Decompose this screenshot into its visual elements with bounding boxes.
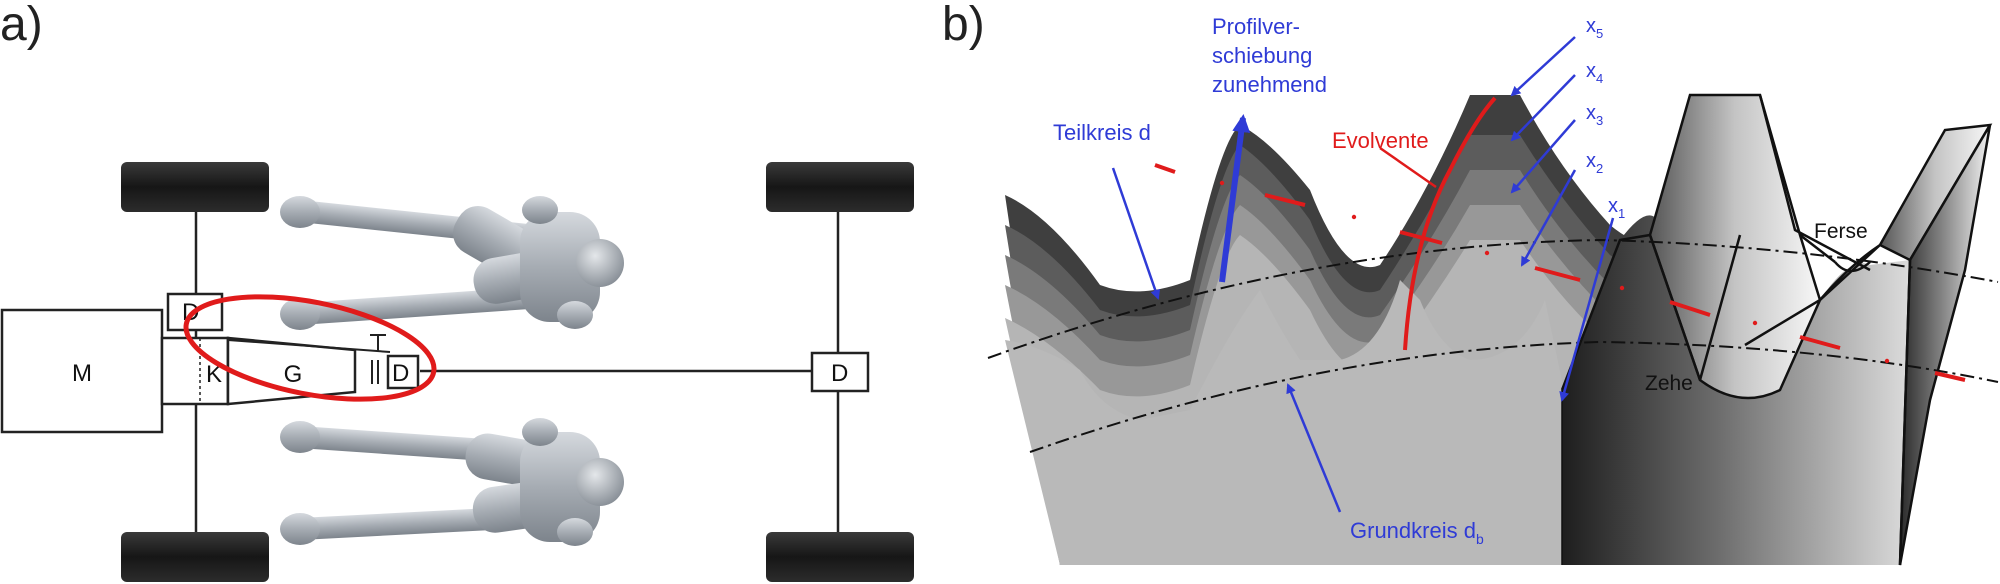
- grundkreis-label: Grundkreis db: [1350, 518, 1484, 547]
- differential-rear-label: D: [831, 360, 848, 387]
- bevel-gear: [1560, 93, 1993, 566]
- occupant-upper: [280, 196, 624, 330]
- x2-label: x2: [1586, 150, 1603, 176]
- evolvente-label: Evolvente: [1332, 128, 1429, 153]
- panel-b-label: b): [942, 0, 985, 51]
- panel-a: a): [0, 0, 914, 582]
- profilverschiebung-line-3: zunehmend: [1212, 72, 1327, 97]
- red-tick-marks: [1154, 163, 1966, 382]
- involute-curve: [1403, 96, 1497, 351]
- annotation-arrows: [1111, 36, 1615, 513]
- x3-label: x3: [1586, 102, 1603, 128]
- panel-b: b): [942, 0, 1999, 566]
- gear-face: [1005, 280, 1565, 565]
- motor-label: M: [72, 360, 92, 387]
- occupant-lower: [280, 418, 624, 546]
- teilkreis-label: Teilkreis d: [1053, 120, 1151, 145]
- profilverschiebung-line-2: schiebung: [1212, 43, 1312, 68]
- drivetrain: M K G D D D: [0, 292, 870, 434]
- bevel-gear-outline: [1560, 94, 1912, 566]
- red-dots: [1219, 180, 1890, 364]
- highlight-ellipse: [183, 294, 437, 402]
- tire-rear-left: [121, 532, 269, 582]
- tire-rear-right: [766, 532, 914, 582]
- x5-label: x5: [1586, 15, 1603, 41]
- tires: [121, 162, 914, 582]
- teilkreis-curve: [987, 238, 1999, 359]
- clutch-box: [160, 336, 230, 406]
- tire-front-right: [766, 162, 914, 212]
- differential-center-box: [386, 354, 420, 390]
- gearbox-label: G: [284, 361, 303, 388]
- ferse-label: Ferse: [1814, 220, 1868, 243]
- x-labels: x5 x4 x3 x2 x1: [1586, 15, 1625, 221]
- tire-front-left: [121, 162, 269, 212]
- evolvente-pointer: [1379, 146, 1437, 189]
- profilverschiebung-line-1: Profilver-: [1212, 14, 1300, 39]
- x4-label: x4: [1586, 60, 1603, 86]
- zehe-label: Zehe: [1645, 372, 1693, 395]
- clutch-label: K: [206, 361, 222, 388]
- motor-box: [0, 308, 164, 434]
- differential-center-label: D: [392, 360, 409, 387]
- differential-rear-box: [810, 351, 870, 393]
- panel-a-label: a): [0, 0, 43, 51]
- x1-label: x1: [1608, 195, 1625, 221]
- profile-shift-arrow: [1219, 114, 1251, 283]
